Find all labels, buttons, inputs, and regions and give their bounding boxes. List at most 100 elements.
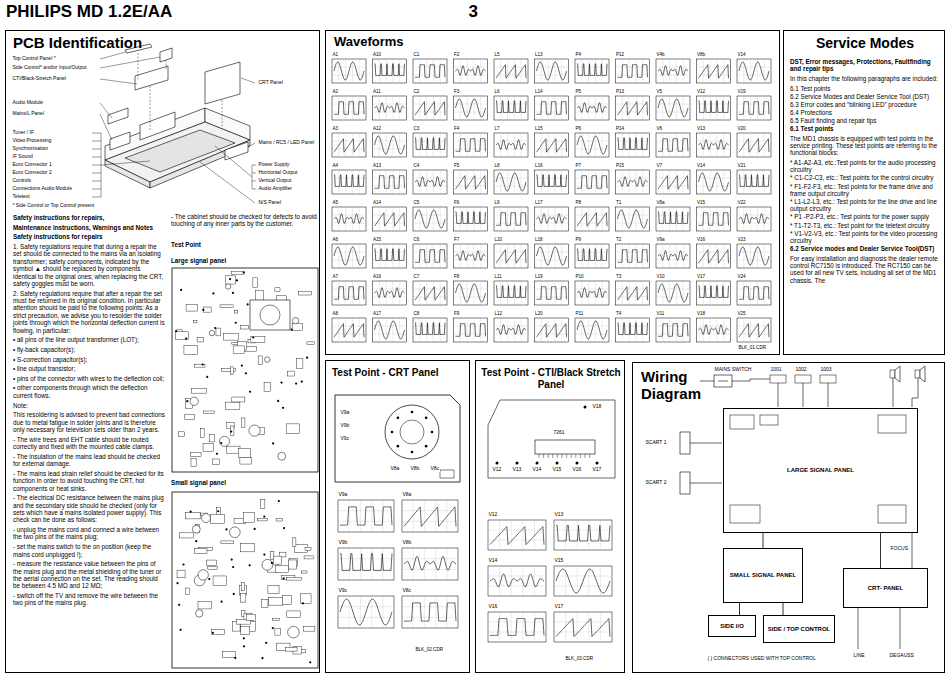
component-outline [233,346,244,354]
scope-grid [697,326,731,327]
scope-grid [413,112,447,113]
waveform-id: L11 [494,274,502,279]
waveform-line [658,251,688,261]
test-point-dot [201,363,203,365]
scope-grid [737,75,771,76]
waveform-id: A17 [373,311,382,316]
scope-screen [656,318,690,342]
scope-grid [662,244,663,268]
test-point-dot [283,577,285,579]
oscilloscope-trace [332,244,366,268]
test-point-dot [185,338,187,340]
waveform-line [415,250,445,263]
wire-connector [739,603,740,615]
component-outline [273,556,281,564]
oscilloscope-trace [737,133,771,157]
scope-grid [581,281,582,305]
oscilloscope-trace [535,133,569,157]
waveform-line [577,136,607,154]
scope-grid [402,510,458,511]
callout-label: Euro Connector 2 [12,170,52,176]
body-text: • line output transistor; [13,365,165,372]
scope-grid [575,141,609,142]
scope-grid [697,289,731,290]
body-text: 6.3 Error codes and “blinking LED” proce… [790,101,940,108]
scope-grid [764,207,765,231]
waveform-line [415,210,445,228]
component-outline [287,611,300,617]
body-text: Note: [13,402,165,409]
scope-grid [656,178,690,179]
body-text: 6.5 Fault finding and repair tips [790,117,940,124]
scope-grid [554,96,555,120]
test-point-dot [232,292,234,294]
panel-heading: Service Modes [790,36,940,51]
scope-grid [499,566,500,596]
waveform-line [496,213,526,226]
component-outline [238,449,250,458]
scope-grid [488,530,546,531]
waveform-line [490,619,544,636]
scope-grid [379,281,380,305]
scope-grid [575,252,609,253]
test-point-dot [272,442,274,444]
scope-grid [454,75,488,76]
scope-grid [635,244,636,268]
oscilloscope-trace [737,59,771,83]
body-text: In this chapter the following paragraphs… [790,75,940,82]
scope-grid [541,207,542,231]
scope-screen [737,96,771,120]
scope-screen [338,596,394,628]
oscilloscope-trace [575,207,609,231]
waveform-line [739,287,769,300]
oscilloscope-trace [535,96,569,120]
component-outline [269,598,283,605]
scope-grid [737,67,771,68]
test-point-dot [261,657,263,659]
waveform-id: L17 [535,200,544,205]
test-point-dot [195,540,197,542]
test-point-dot [249,391,251,393]
component-outline [276,518,282,521]
scope-grid [656,75,690,76]
scope-screen [373,96,407,120]
scope-screen [488,612,546,642]
test-point-label: V9b [340,423,350,429]
waveform-id: T1 [616,200,622,205]
scope-grid [575,186,609,187]
scope-grid [402,558,458,559]
scope-grid [349,500,350,532]
scope-grid [588,566,589,596]
waveform-line [739,139,769,153]
component-outline [293,538,296,547]
scope-screen [332,318,366,342]
box-label: CRT- PANEL [866,584,906,593]
waveform-id: V19 [737,89,746,94]
leader-tick [252,181,256,182]
waveform-id: V9a [656,237,665,242]
socket-pin [411,411,414,414]
component-outline [177,570,185,578]
scope-grid [360,500,361,532]
scope-grid [697,75,731,76]
scope-grid [737,215,771,216]
scope-grid [373,67,407,68]
waveform-line [490,527,544,545]
scope-screen [494,170,528,194]
waveform-line [658,284,688,302]
waveform-id: V4b [656,52,665,57]
board-box: SMALL SIGNAL PANEL [723,548,803,603]
component-outline [232,271,245,274]
waveform-line [556,525,610,541]
component-outline [307,342,315,344]
oscilloscope-trace [737,244,771,268]
oscilloscope-trace [454,244,488,268]
scope-screen [656,133,690,157]
oscilloscope-trace [697,133,731,157]
scope-grid [499,612,500,642]
test-point-dot [176,582,178,584]
board-box: LARGE SIGNAL PANEL [723,408,918,533]
oscilloscope-trace [488,520,546,550]
scope-screen [616,170,650,194]
